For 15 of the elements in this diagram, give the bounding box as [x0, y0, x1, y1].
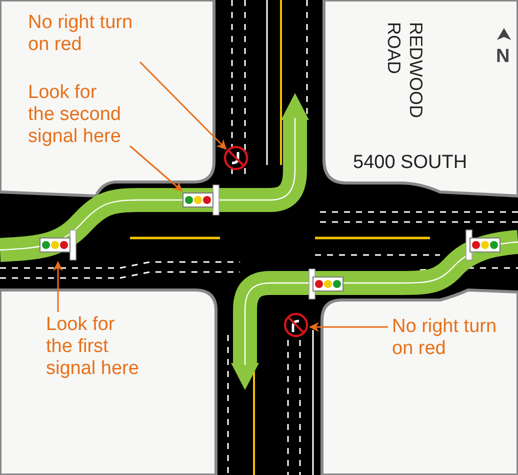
north-label: N	[496, 46, 510, 68]
leader-line	[309, 322, 388, 332]
traffic-light-icon	[40, 230, 76, 260]
no-right-turn-sign-icon	[224, 146, 248, 170]
street-name: REDWOOD ROAD	[383, 22, 427, 120]
no-right-turn-sign-icon	[284, 312, 308, 338]
leader-line	[53, 261, 63, 312]
callout-text: No right turn on red	[392, 316, 498, 360]
leader-line	[130, 145, 183, 192]
traffic-light-icon	[182, 184, 220, 216]
leader-line	[139, 61, 227, 150]
street-name: 5400 SOUTH	[353, 152, 468, 174]
callout-text: Look for the first signal here	[46, 314, 140, 380]
callout-text: Look for the second signal here	[28, 82, 122, 148]
callout-text: No right turn on red	[28, 12, 134, 56]
